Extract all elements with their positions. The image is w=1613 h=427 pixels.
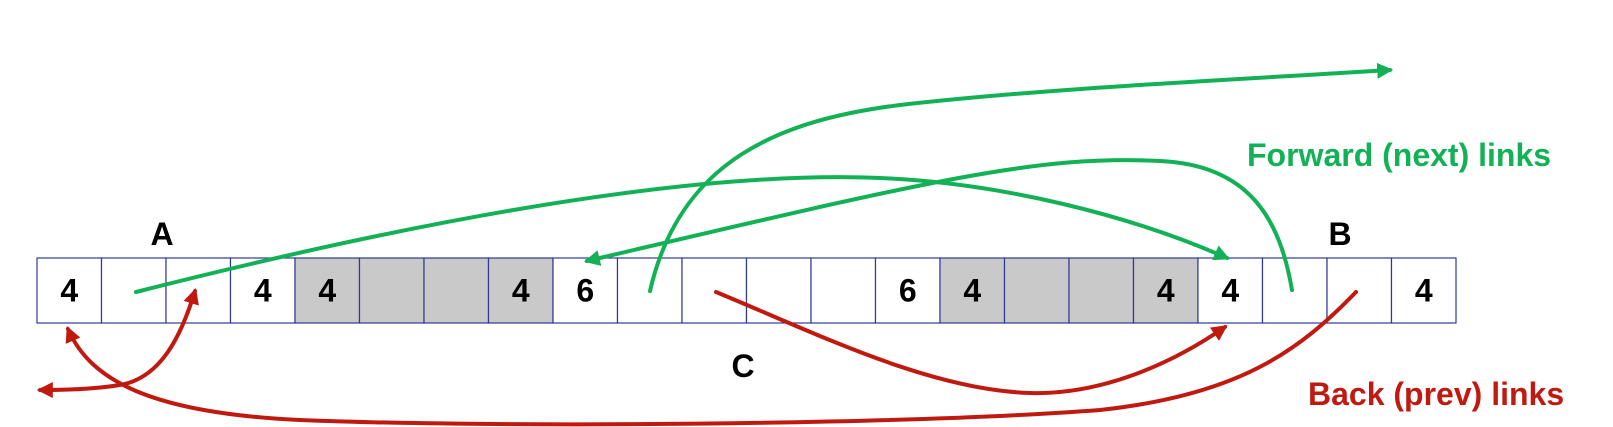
free-cell-box — [1390, 257, 1457, 324]
cell-size-label: 6 — [899, 273, 917, 309]
back-link-b-to-a — [65, 290, 1358, 427]
cell-size-label: 4 — [1415, 273, 1433, 309]
heap-cells: 4 4 4 4 6 6 4 4 4 4 — [36, 257, 1457, 324]
cell-size-label: 4 — [60, 273, 78, 309]
cell-size-label: 4 — [254, 273, 272, 309]
heap-cell — [423, 257, 490, 324]
block-label-c: C — [731, 348, 754, 384]
free-cell-box — [1197, 257, 1264, 324]
heap-cell: 6 — [552, 257, 619, 324]
block-label-b: B — [1328, 216, 1351, 252]
allocated-cell-box — [423, 257, 490, 324]
allocated-cell-box — [939, 257, 1006, 324]
forward-link-c-out — [648, 62, 1394, 293]
heap-cell: 4 — [939, 257, 1006, 324]
heap-cell — [745, 257, 812, 324]
back-link-c-to-b — [714, 290, 1228, 396]
heap-cell: 4 — [487, 257, 554, 324]
heap-cell: 4 — [1390, 257, 1457, 324]
cell-size-label: 4 — [512, 273, 530, 309]
free-cell-box — [229, 257, 296, 324]
free-cell-box — [100, 257, 167, 324]
back-links — [36, 287, 1358, 427]
forward-link-a-to-b — [134, 175, 1230, 294]
free-cell-box — [165, 257, 232, 324]
forward-links — [134, 62, 1394, 294]
heap-cell — [165, 257, 232, 324]
heap-cell: 4 — [36, 257, 103, 324]
block-label-a: A — [150, 216, 173, 252]
heap-cell — [100, 257, 167, 324]
heap-cell: 4 — [1132, 257, 1199, 324]
heap-cell — [1068, 257, 1135, 324]
forward-links-legend: Forward (next) links — [1247, 137, 1551, 173]
allocated-cell-box — [1132, 257, 1199, 324]
free-cell-box — [810, 257, 877, 324]
cell-size-label: 4 — [1221, 273, 1239, 309]
back-links-legend: Back (prev) links — [1308, 376, 1564, 412]
free-cell-box — [1261, 257, 1328, 324]
heap-cell — [681, 257, 748, 324]
free-cell-box — [681, 257, 748, 324]
cell-size-label: 4 — [1157, 273, 1175, 309]
heap-cell — [1003, 257, 1070, 324]
heap-cell — [1261, 257, 1328, 324]
heap-cell: 6 — [874, 257, 941, 324]
cell-size-label: 4 — [963, 273, 981, 309]
allocated-cell-box — [1003, 257, 1070, 324]
cell-size-label: 4 — [318, 273, 336, 309]
heap-cell — [810, 257, 877, 324]
heap-cell — [358, 257, 425, 324]
free-cell-box — [874, 257, 941, 324]
cell-size-label: 6 — [576, 273, 594, 309]
heap-cell: 4 — [1197, 257, 1264, 324]
heap-cell: 4 — [229, 257, 296, 324]
allocated-cell-box — [1068, 257, 1135, 324]
forward-link-b-to-c — [583, 158, 1294, 292]
allocated-cell-box — [358, 257, 425, 324]
heap-cell: 4 — [294, 257, 361, 324]
free-cell-box — [745, 257, 812, 324]
